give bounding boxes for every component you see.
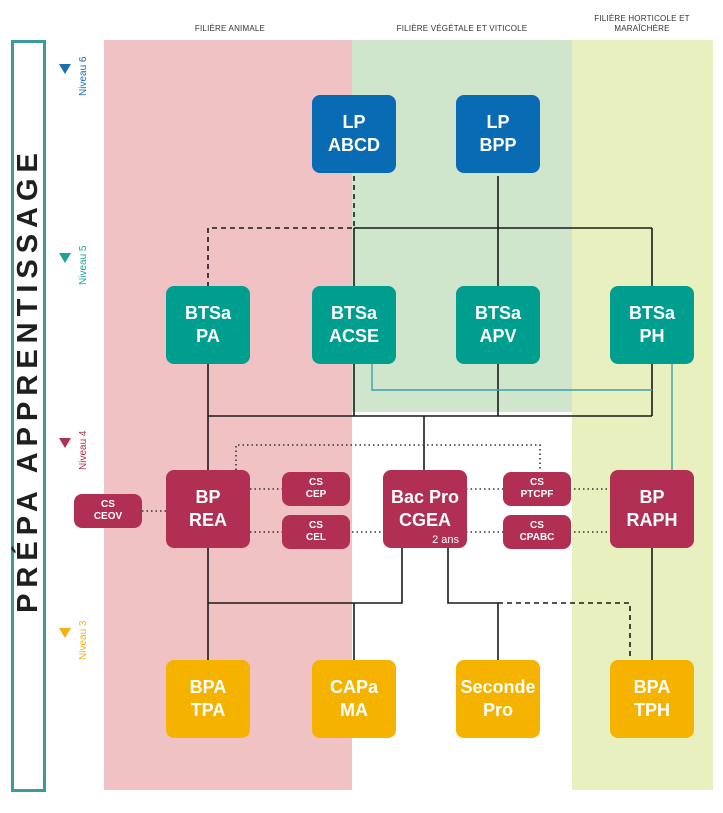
level-6-marker-icon — [59, 64, 71, 74]
level-3-marker-icon — [59, 628, 71, 638]
node-cs-cpabc[interactable]: CS CPABC — [503, 515, 571, 549]
node-btsa-pa[interactable]: BTSa PA — [166, 286, 250, 364]
node-btsa-apv[interactable]: BTSa APV — [456, 286, 540, 364]
level-5-marker-icon — [59, 253, 71, 263]
link-bp-rea-capa — [208, 548, 403, 604]
column-title-vegetale: FILIÈRE VÉGÉTALE ET VITICOLE — [396, 24, 528, 33]
node-cs-ceov[interactable]: CS CEOV — [74, 494, 142, 528]
duration-note: 2 ans — [432, 534, 459, 546]
link-lp-abcd-btsa-pa — [207, 176, 355, 286]
node-cs-cep[interactable]: CS CEP — [282, 472, 350, 506]
node-bac-pro-cgea[interactable]: Bac Pro CGEA 2 ans — [383, 470, 467, 548]
column-title-animale: FILIÈRE ANIMALE — [194, 24, 266, 33]
node-cs-ptcpf[interactable]: CS PTCPF — [503, 472, 571, 506]
node-btsa-acse[interactable]: BTSa ACSE — [312, 286, 396, 364]
side-frame — [11, 40, 46, 792]
node-btsa-ph[interactable]: BTSa PH — [610, 286, 694, 364]
link-bacpro-bpa-tph — [498, 602, 631, 660]
node-lp-bpp[interactable]: LP BPP — [456, 95, 540, 173]
level-4-marker-icon — [59, 438, 71, 448]
node-bp-raph[interactable]: BP RAPH — [610, 470, 694, 548]
node-capa-ma[interactable]: CAPa MA — [312, 660, 396, 738]
link-acse-raph — [371, 362, 652, 391]
column-title-horticole: FILIÈRE HORTICOLE ET MARAÎCHÈRE — [594, 14, 690, 33]
node-cs-cel[interactable]: CS CEL — [282, 515, 350, 549]
node-bpa-tph[interactable]: BPA TPH — [610, 660, 694, 738]
node-bp-rea[interactable]: BP REA — [166, 470, 250, 548]
node-seconde-pro[interactable]: Seconde Pro — [456, 660, 540, 738]
link-bacpro-seconde — [447, 548, 499, 660]
node-bpa-tpa[interactable]: BPA TPA — [166, 660, 250, 738]
node-lp-abcd[interactable]: LP ABCD — [312, 95, 396, 173]
